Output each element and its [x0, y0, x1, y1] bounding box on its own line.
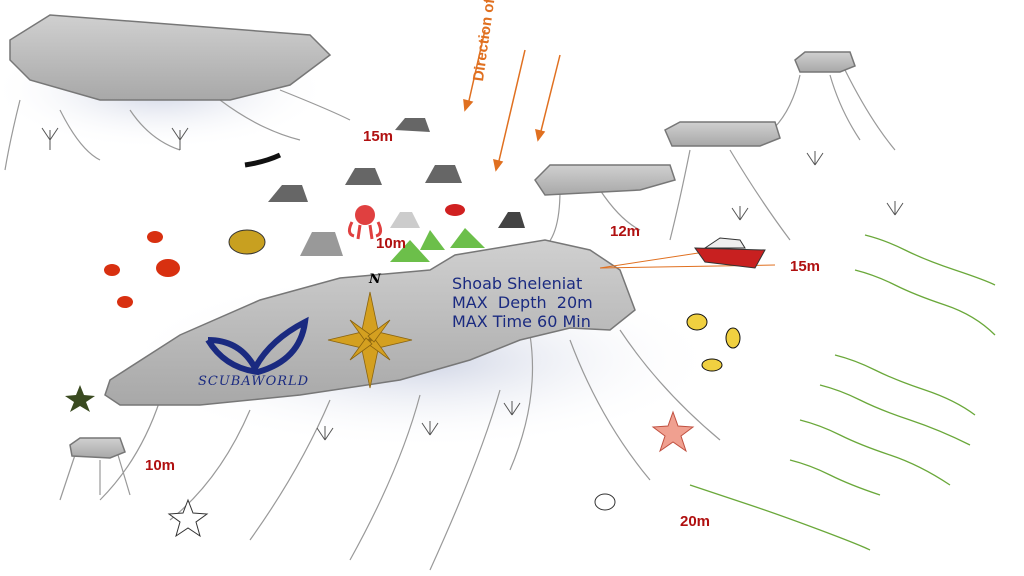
shell-icon — [594, 493, 616, 511]
seagrass — [689, 234, 996, 551]
boat-icon — [694, 237, 766, 269]
depth-label: 10m — [376, 235, 407, 252]
coral-icons — [41, 127, 904, 441]
fish-icons — [104, 231, 180, 308]
site-info: Shoab Sheleniat MAX Depth 20m MAX Time 6… — [452, 274, 593, 331]
max-time: MAX Time 60 Min — [452, 312, 591, 331]
site-name: Shoab Sheleniat — [452, 274, 583, 293]
compass-rose-icon — [327, 291, 413, 389]
depth-label: 15m — [790, 258, 821, 275]
current-arrows — [463, 29, 561, 172]
starfish-outline-icon — [167, 498, 209, 538]
reef-slope-lines — [4, 69, 896, 571]
seastar-green-icon — [65, 385, 95, 412]
angelfish-icons — [686, 313, 741, 372]
scubaworld-logo — [205, 316, 309, 376]
turtle-icon — [228, 229, 266, 255]
depth-label: 20m — [680, 513, 711, 530]
depth-label: 10m — [145, 457, 176, 474]
coral-rocks — [268, 118, 525, 262]
logo-text: SCUBAWORLD — [198, 374, 310, 389]
depth-label: 12m — [610, 223, 641, 240]
max-depth: MAX Depth 20m — [452, 293, 593, 312]
eel-icon — [244, 152, 282, 168]
octopus-icon — [347, 205, 383, 240]
crab-icon — [445, 204, 465, 216]
starfish-icon — [651, 410, 695, 453]
depth-label: 15m — [363, 128, 394, 145]
compass-north-label: N — [369, 272, 381, 287]
